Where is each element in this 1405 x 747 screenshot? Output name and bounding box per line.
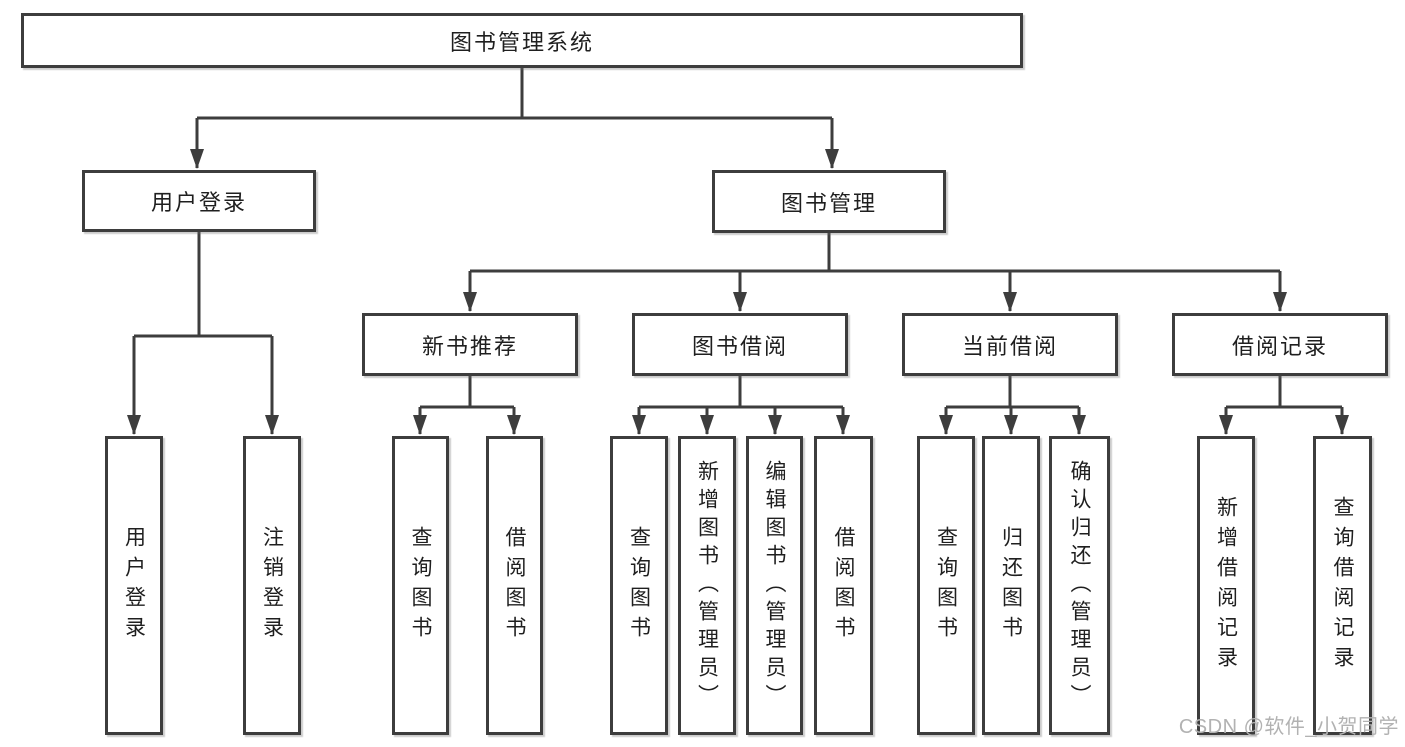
leaf-newrec-query-books-label: 查询图书 (409, 525, 432, 646)
node-new-book-recommend: 新书推荐 (362, 313, 578, 376)
leaf-current-return-books: 归还图书 (982, 436, 1040, 735)
watermark: CSDN @软件_小贺同学 (1178, 716, 1399, 738)
node-borrow-records: 借阅记录 (1172, 313, 1388, 376)
leaf-borrow-borrow-books-label: 借阅图书 (832, 525, 855, 646)
node-root: 图书管理系统 (21, 13, 1023, 68)
leaf-current-query-books: 查询图书 (917, 436, 975, 735)
leaf-user-login-label: 用户登录 (122, 525, 146, 646)
node-new-book-recommend-label: 新书推荐 (421, 333, 518, 359)
node-user-login-label: 用户登录 (150, 190, 247, 215)
leaf-records-query-record: 查询借阅记录 (1313, 436, 1372, 735)
connector-trunk-book-management (470, 232, 1280, 273)
leaf-current-query-books-label: 查询图书 (934, 525, 958, 646)
node-user-login: 用户登录 (82, 170, 316, 232)
node-current-borrow: 当前借阅 (902, 313, 1118, 376)
leaf-records-add-record: 新增借阅记录 (1197, 436, 1255, 735)
node-book-borrow-label: 图书借阅 (691, 333, 788, 359)
leaf-borrow-edit-books-admin-label: 编辑图书（管理员） (763, 459, 786, 712)
leaf-borrow-borrow-books: 借阅图书 (814, 436, 873, 735)
node-borrow-records-label: 借阅记录 (1231, 333, 1328, 359)
connector-trunk-new-book-recommend (420, 375, 514, 409)
leaf-current-return-books-label: 归还图书 (999, 525, 1023, 646)
leaf-user-login: 用户登录 (105, 436, 163, 735)
connector-trunk-root (197, 67, 832, 120)
leaf-borrow-query-books: 查询图书 (610, 436, 668, 735)
leaf-logout-label: 注销登录 (260, 525, 284, 646)
leaf-borrow-query-books-label: 查询图书 (627, 525, 651, 646)
node-book-borrow: 图书借阅 (632, 313, 848, 376)
node-book-management: 图书管理 (712, 170, 946, 233)
leaf-borrow-edit-books-admin: 编辑图书（管理员） (746, 436, 803, 735)
leaf-borrow-add-books-admin: 新增图书（管理员） (678, 436, 736, 735)
leaf-borrow-add-books-admin-label: 新增图书（管理员） (695, 459, 719, 712)
leaf-newrec-borrow-books: 借阅图书 (486, 436, 543, 735)
leaf-current-confirm-return-admin: 确认归还（管理员） (1049, 436, 1110, 735)
node-book-management-label: 图书管理 (780, 190, 877, 216)
leaf-newrec-borrow-books-label: 借阅图书 (503, 525, 526, 646)
connector-trunk-book-borrow (639, 375, 843, 409)
leaf-logout: 注销登录 (243, 436, 301, 735)
leaf-current-confirm-return-admin-label: 确认归还（管理员） (1068, 459, 1091, 712)
leaf-records-query-record-label: 查询借阅记录 (1331, 495, 1354, 676)
leaf-newrec-query-books: 查询图书 (392, 436, 449, 735)
connector-trunk-user-login (134, 232, 272, 338)
node-current-borrow-label: 当前借阅 (961, 333, 1058, 359)
connector-trunk-current-borrow (946, 375, 1079, 409)
node-root-label: 图书管理系统 (449, 29, 594, 55)
leaf-records-add-record-label: 新增借阅记录 (1214, 495, 1238, 676)
connector-trunk-borrow-records (1226, 375, 1342, 409)
